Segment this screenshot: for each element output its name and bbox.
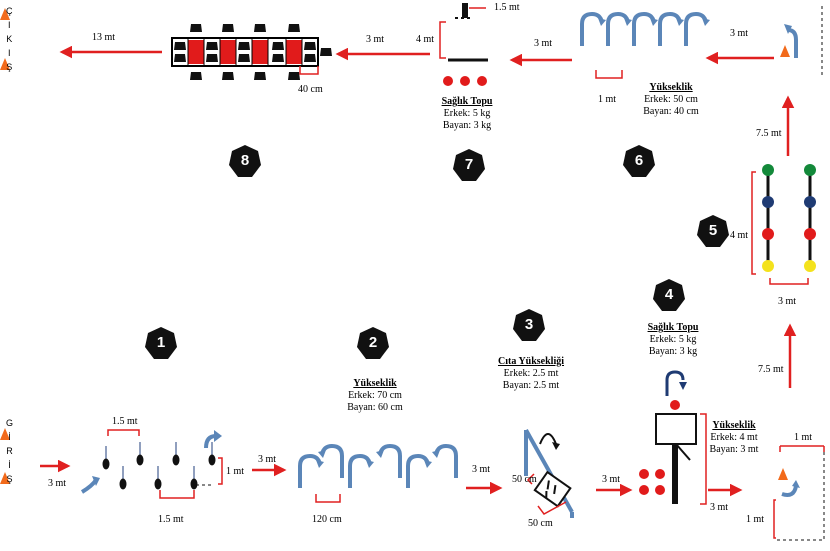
dist-50cm: 50 cm <box>528 518 553 529</box>
station-badge-4: 4 <box>652 278 686 312</box>
station-badge-8: 8 <box>228 144 262 178</box>
station-2-hurdles <box>298 444 458 503</box>
dist-1-5mt: 1.5 mt <box>112 416 138 427</box>
dist-3mt: 3 mt <box>534 38 553 49</box>
exit-letter: Ç <box>6 6 13 16</box>
dist-1mt: 1 mt <box>598 94 617 105</box>
dist-3mt: 3 mt <box>258 454 277 465</box>
station-number: 6 <box>634 152 644 169</box>
height-female: Bayan: 3 mt <box>709 444 759 455</box>
male-value: Erkek: 5 kg <box>649 334 697 345</box>
station-number: 7 <box>464 156 474 173</box>
dist-7-5mt: 7.5 mt <box>758 364 784 375</box>
female-value: Bayan: 40 cm <box>643 106 699 117</box>
heptagon-icon <box>653 279 685 311</box>
station-number: 8 <box>240 152 250 169</box>
station-title: Cıta Yüksekliği <box>497 356 565 367</box>
dist-7-5mt: 7.5 mt <box>756 128 782 139</box>
station-4-basket <box>639 370 825 541</box>
station-badge-5: 5 <box>696 214 730 248</box>
dist-4mt: 4 mt <box>730 230 749 241</box>
station-4-info: Sağlık Topu Erkek: 5 kg Bayan: 3 kg <box>642 322 704 358</box>
station-badge-2: 2 <box>356 326 390 360</box>
dist-3mt: 3 mt <box>472 464 491 475</box>
station-number: 3 <box>524 316 534 333</box>
heptagon-icon <box>453 149 485 181</box>
heptagon-icon <box>229 145 261 177</box>
dist-3mt: 3 mt <box>730 28 749 39</box>
height-title: Yükseklik <box>712 420 756 431</box>
exit-letter: I <box>7 20 11 30</box>
station-title: Yükseklik <box>649 82 693 93</box>
male-value: Erkek: 50 cm <box>644 94 698 105</box>
entry-letter: R <box>6 446 13 456</box>
dist-50cm: 50 cm <box>512 474 537 485</box>
entry-letter: G <box>6 418 14 428</box>
dist-3mt: 3 mt <box>602 474 621 485</box>
heptagon-icon <box>697 215 729 247</box>
dist-3mt: 3 mt <box>778 296 797 307</box>
station-number: 5 <box>708 222 718 239</box>
dist-1mt: 1 mt <box>746 514 765 525</box>
female-value: Bayan: 60 cm <box>347 402 403 413</box>
station-title: Sağlık Topu <box>441 96 493 107</box>
station-6-hurdles <box>580 6 823 79</box>
station-badge-7: 7 <box>452 148 486 182</box>
heptagon-icon <box>357 327 389 359</box>
station-badge-3: 3 <box>512 308 546 342</box>
exit-label: Ç I K I Ş <box>6 6 13 76</box>
dist-1-5mt: 1.5 mt <box>494 2 520 13</box>
exit-letter: Ş <box>6 62 13 72</box>
dist-4mt: 4 mt <box>416 34 435 45</box>
heptagon-icon <box>145 327 177 359</box>
heptagon-icon <box>513 309 545 341</box>
male-value: Erkek: 2.5 mt <box>503 368 559 379</box>
station-3-info: Cıta Yüksekliği Erkek: 2.5 mt Bayan: 2.5… <box>494 356 568 392</box>
female-value: Bayan: 3 kg <box>442 120 492 131</box>
male-value: Erkek: 5 kg <box>443 108 491 119</box>
station-7-info: Sağlık Topu Erkek: 5 kg Bayan: 3 kg <box>436 96 498 132</box>
dist-13mt: 13 mt <box>92 32 116 43</box>
station-number: 1 <box>156 334 166 351</box>
entry-letter: Ş <box>6 474 13 484</box>
dist-3mt: 3 mt <box>366 34 385 45</box>
station-badge-6: 6 <box>622 144 656 178</box>
station-number: 4 <box>664 286 674 303</box>
entry-letter: İ <box>8 432 11 442</box>
station-badge-1: 1 <box>144 326 178 360</box>
exit-letter: K <box>6 34 13 44</box>
station-number: 2 <box>368 334 378 351</box>
dist-1mt: 1 mt <box>226 466 245 477</box>
station-8-rack <box>171 24 332 80</box>
station-3-high-jump <box>524 429 574 518</box>
dist-1-5mt: 1.5 mt <box>158 514 184 525</box>
entry-label: G İ R İ Ş <box>6 418 13 488</box>
station-6-info: Yükseklik Erkek: 50 cm Bayan: 40 cm <box>640 82 702 118</box>
height-male: Erkek: 4 mt <box>710 432 758 443</box>
station-7-throw <box>439 3 488 86</box>
station-title: Sağlık Topu <box>647 322 699 333</box>
female-value: Bayan: 3 kg <box>648 346 698 357</box>
flow-arrows <box>40 45 797 497</box>
station-2-info: Yükseklik Erkek: 70 cm Bayan: 60 cm <box>344 378 406 414</box>
station-1-slalom <box>80 429 223 499</box>
dist-1mt: 1 mt <box>794 432 813 443</box>
station-4-height-info: Yükseklik Erkek: 4 mt Bayan: 3 mt <box>708 420 760 456</box>
dist-120cm: 120 cm <box>312 514 342 525</box>
heptagon-icon <box>623 145 655 177</box>
entry-letter: İ <box>8 460 11 470</box>
station-title: Yükseklik <box>353 378 397 389</box>
exit-letter: I <box>7 48 11 58</box>
male-value: Erkek: 70 cm <box>348 390 402 401</box>
dist-40cm: 40 cm <box>298 84 323 95</box>
dist-3mt: 3 mt <box>710 502 729 513</box>
dist-3mt: 3 mt <box>48 478 67 489</box>
female-value: Bayan: 2.5 mt <box>502 380 560 391</box>
station-5-ladder <box>751 164 816 285</box>
